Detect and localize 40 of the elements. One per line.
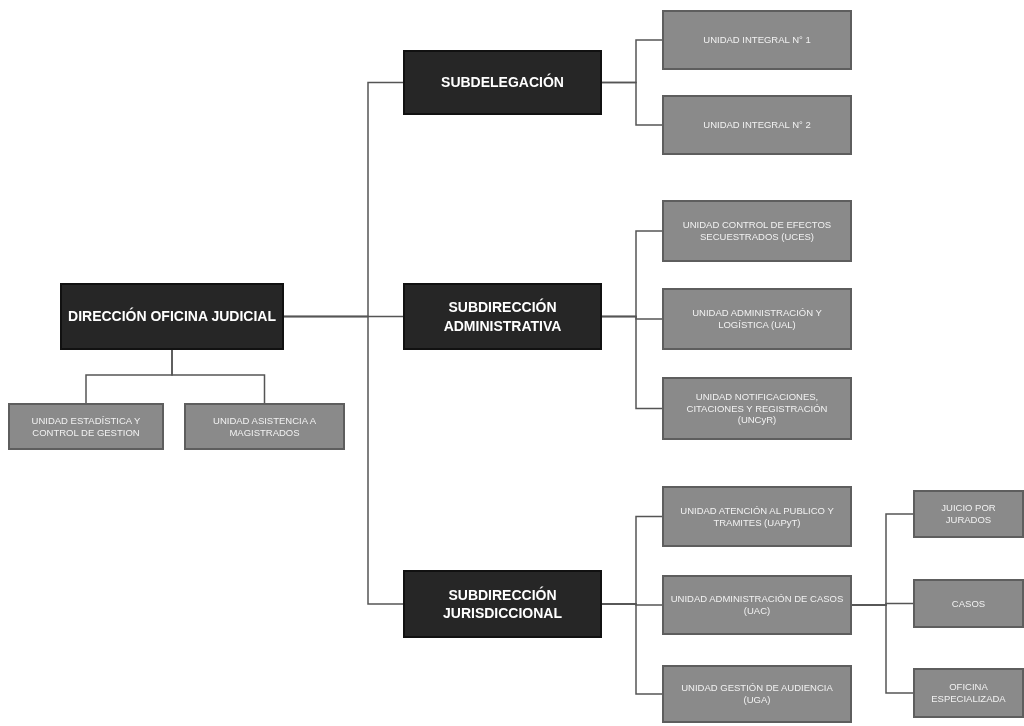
unit-box xyxy=(913,579,1024,628)
connector-line xyxy=(601,315,663,410)
unit-name: DIRECCIÓN OFICINA JUDICIAL xyxy=(67,307,277,326)
connector-line xyxy=(601,603,663,695)
unit-name: UNIDAD ESTADÍSTICA Y CONTROL DE GESTION xyxy=(30,414,142,439)
unit-box xyxy=(662,575,852,635)
unit-box xyxy=(662,665,852,723)
unit-name: OFICINA ESPECIALIZADA xyxy=(930,681,1007,705)
unit-name: UNIDAD INTEGRAL N° 1 xyxy=(702,34,812,46)
unit-box xyxy=(662,200,852,262)
unit-name: UNIDAD ATENCIÓN AL PUBLICO Y TRAMITES (UAPyT) xyxy=(679,504,835,529)
unit-box xyxy=(662,95,852,155)
department-box xyxy=(403,283,602,350)
unit-box xyxy=(184,403,345,450)
connector-line xyxy=(601,81,663,126)
connector-line xyxy=(283,315,404,605)
unit-name: UNIDAD CONTROL DE EFECTOS SECUESTRADOS (UCES) xyxy=(681,219,833,243)
unit-box xyxy=(662,10,852,70)
unit-name: SUBDIRECCIÓN ADMINISTRATIVA xyxy=(442,298,563,335)
unit-box xyxy=(913,668,1024,718)
unit-box xyxy=(662,377,852,440)
unit-box xyxy=(662,486,852,547)
unit-box xyxy=(913,490,1024,538)
department-box xyxy=(403,570,602,638)
department-box xyxy=(403,50,602,115)
unit-name: SUBDIRECCIÓN JURISDICCIONAL xyxy=(442,585,563,623)
unit-name: SUBDELEGACIÓN xyxy=(440,73,565,92)
unit-name: UNIDAD ADMINISTRACIÓN DE CASOS (UAC) xyxy=(669,593,845,617)
unit-name: CASOS xyxy=(950,597,987,610)
unit-name: JUICIO POR JURADOS xyxy=(940,502,997,526)
unit-name: UNIDAD ADMINISTRACIÓN Y LOGÍSTICA (UAL) xyxy=(691,307,823,331)
unit-name: UNIDAD GESTIÓN DE AUDIENCIA (UGA) xyxy=(680,682,834,706)
unit-name: UNIDAD INTEGRAL N° 2 xyxy=(702,119,812,131)
unit-box xyxy=(8,403,164,450)
connector-line xyxy=(171,349,266,404)
connector-line xyxy=(851,604,914,694)
unit-name: UNIDAD NOTIFICACIONES, CITACIONES Y REGISTRACIÓN (UNCyR) xyxy=(685,390,829,427)
unit-name: UNIDAD ASISTENCIA A MAGISTRADOS xyxy=(212,414,317,439)
department-box xyxy=(60,283,284,350)
unit-box xyxy=(662,288,852,350)
